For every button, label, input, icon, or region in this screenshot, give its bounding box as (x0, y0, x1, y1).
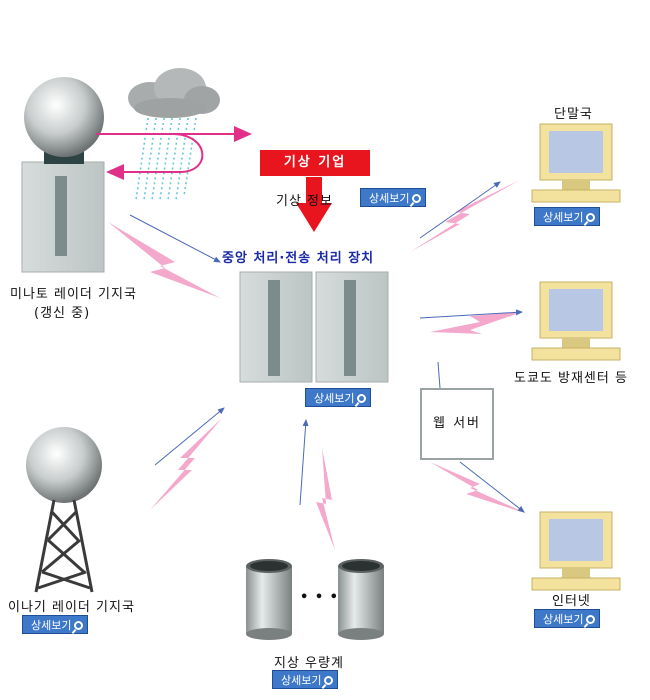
magnifier-icon (586, 213, 596, 222)
weather-info-arrow (296, 177, 332, 232)
lightning-icon (410, 180, 520, 252)
rain-gauge (246, 559, 292, 640)
minato-label: 미나토 레이더 기지국 (10, 287, 137, 302)
rain-cloud (128, 68, 220, 201)
radar-beam (96, 126, 252, 180)
wireless-links (108, 180, 528, 550)
minato-radar (21, 77, 105, 273)
data-flow-arrows (129, 181, 525, 513)
lightning-icon (150, 418, 222, 510)
gauge-label: 지상 우량계 (274, 656, 344, 671)
terminal-detail-button[interactable]: 상세보기 (534, 207, 601, 226)
central-detail-button[interactable]: 상세보기 (305, 388, 372, 407)
lightning-icon (430, 312, 522, 334)
lightning-icon (316, 448, 335, 550)
inagi-radar (26, 427, 102, 593)
minato-sublabel: (갱신 중) (34, 306, 91, 321)
terminal-computer (531, 123, 621, 203)
weather-company-label: 기상 기업 (283, 155, 347, 170)
web-server-label: 웹 서버 (432, 416, 481, 431)
internet-detail-button[interactable]: 상세보기 (534, 609, 601, 628)
lightning-icon (108, 222, 220, 298)
weather-info-detail-button[interactable]: 상세보기 (360, 188, 427, 207)
rain-gauge (338, 559, 384, 640)
central-label: 중앙 처리·전송 처리 장치 (222, 251, 375, 266)
weather-info-label: 기상 정보 (276, 194, 333, 209)
magnifier-icon (324, 676, 334, 685)
gauge-detail-button[interactable]: 상세보기 (272, 670, 339, 689)
terminal-label: 단말국 (554, 107, 593, 122)
magnifier-icon (586, 615, 596, 624)
internet-label: 인터넷 (552, 594, 591, 609)
tokyo-computer (531, 281, 621, 361)
tokyo-label: 도쿄도 방재센터 등 (514, 371, 628, 386)
weather-company-box: 기상 기업 (260, 150, 370, 176)
web-server-box: 웹 서버 (420, 388, 494, 460)
inagi-detail-button[interactable]: 상세보기 (22, 615, 89, 634)
ellipsis: • • • (300, 590, 339, 605)
internet-computer (531, 511, 621, 591)
magnifier-icon (412, 194, 422, 203)
magnifier-icon (357, 394, 367, 403)
inagi-label: 이나기 레이더 기지국 (8, 600, 135, 615)
central-processing-unit (239, 271, 389, 383)
magnifier-icon (74, 621, 84, 630)
lightning-icon (430, 462, 528, 514)
